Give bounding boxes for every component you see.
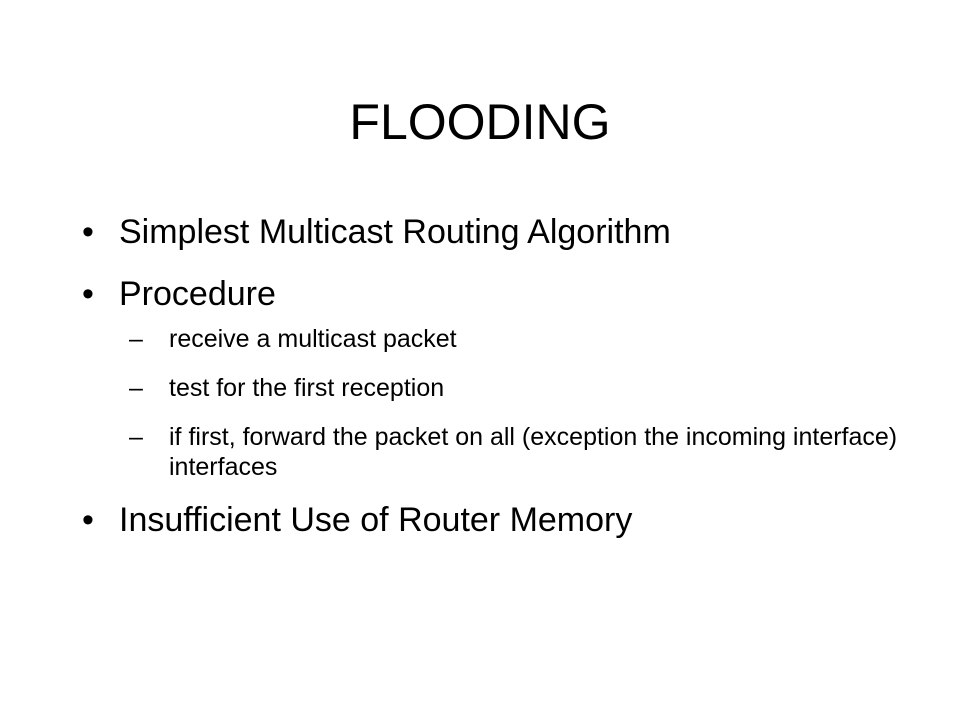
list-item: • Insufficient Use of Router Memory xyxy=(82,500,902,540)
slide-title: FLOODING xyxy=(349,94,611,150)
sub-list-item: – receive a multicast packet xyxy=(129,324,902,354)
list-item-text: Insufficient Use of Router Memory xyxy=(119,501,633,539)
bullet-list: • Simplest Multicast Routing Algorithm •… xyxy=(82,212,902,562)
sub-list-item-text: receive a multicast packet xyxy=(169,325,457,353)
dash-icon: – xyxy=(129,325,143,353)
sub-list-item: – test for the first reception xyxy=(129,373,902,403)
sub-list-item-text: test for the first reception xyxy=(169,374,445,402)
sub-list-item-text: if first, forward the packet on all (exc… xyxy=(169,423,898,481)
sub-list-item: – if first, forward the packet on all (e… xyxy=(129,422,902,482)
dash-icon: – xyxy=(129,374,143,402)
list-item-text: Procedure xyxy=(119,275,276,313)
bullet-icon: • xyxy=(82,213,94,251)
list-item: • Procedure – receive a multicast packet… xyxy=(82,274,902,482)
bullet-icon: • xyxy=(82,501,94,539)
bullet-icon: • xyxy=(82,275,94,313)
list-item: • Simplest Multicast Routing Algorithm xyxy=(82,212,902,252)
dash-icon: – xyxy=(129,423,143,451)
sub-list: – receive a multicast packet – test for … xyxy=(119,324,902,482)
list-item-text: Simplest Multicast Routing Algorithm xyxy=(119,213,671,251)
